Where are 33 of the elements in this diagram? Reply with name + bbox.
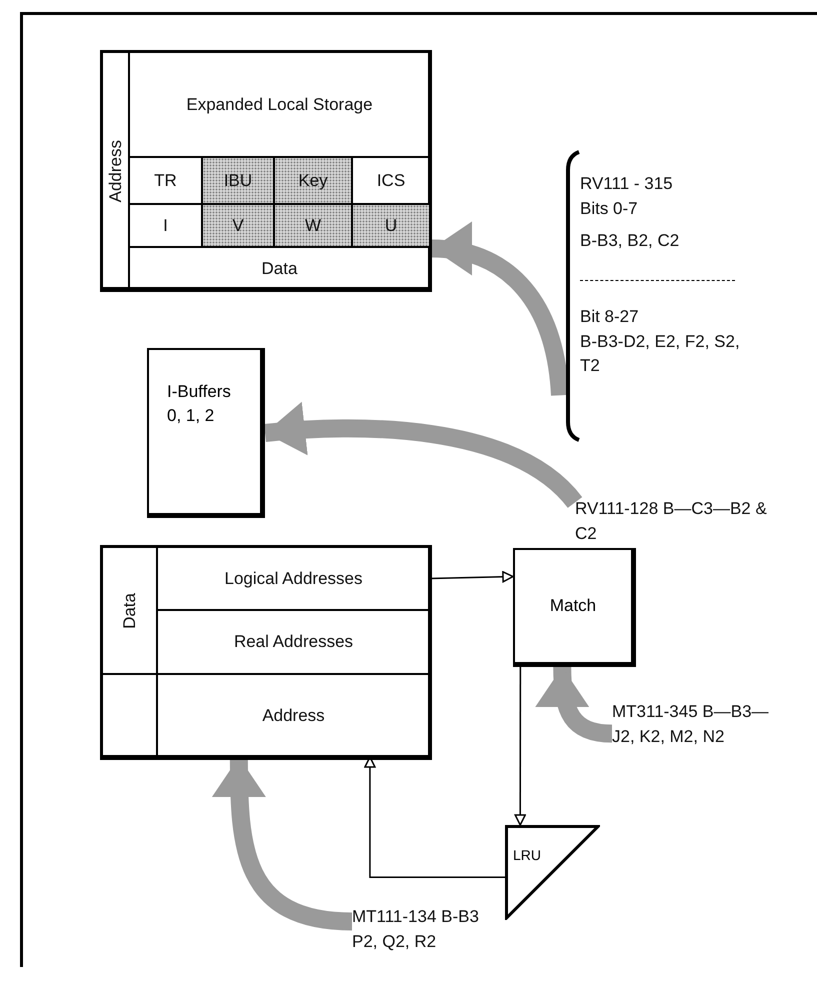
table-cell: Address	[102, 52, 129, 290]
table-cell	[102, 674, 157, 757]
curved-arrow	[264, 402, 582, 509]
table-cell: Real Addresses	[157, 610, 430, 674]
curved-arrow	[432, 224, 569, 396]
arrow	[430, 571, 514, 583]
note-text: Bits 0-7	[580, 198, 639, 220]
note-text: RV111 - 315	[580, 173, 674, 195]
buffer-box: I-Buffers 0, 1, 2	[147, 348, 265, 518]
arrow	[514, 667, 526, 826]
table-cell: Address	[157, 674, 430, 757]
table-cell: I	[129, 204, 202, 247]
reference-note: MT111-134 B-B3 P2, Q2, R2	[352, 905, 502, 960]
lru-triangle: LRU	[505, 825, 600, 920]
note-text: B-B3-D2, E2, F2, S2, T2	[580, 330, 741, 378]
table-cell: Data	[102, 547, 157, 674]
curved-arrow	[536, 666, 612, 743]
table-cell: Data	[129, 247, 430, 290]
table-cell: Logical Addresses	[157, 547, 430, 610]
table-cell: Key	[274, 157, 352, 204]
reference-note: MT311-345 B—B3—J2, K2, M2, N2	[612, 700, 787, 780]
table-cell: V	[202, 204, 274, 247]
table-cell: IBU	[202, 157, 274, 204]
storage-table	[100, 50, 432, 292]
note-text: B-B3, B2, C2	[580, 230, 680, 252]
table-cell: Expanded Local Storage	[129, 52, 430, 157]
directory-table	[100, 545, 432, 760]
table-cell: ICS	[352, 157, 430, 204]
table-cell: U	[352, 204, 430, 247]
match-box: Match	[513, 548, 636, 667]
note-text: Bit 8-27	[580, 306, 640, 328]
table-cell: TR	[129, 157, 202, 204]
table-cell: W	[274, 204, 352, 247]
